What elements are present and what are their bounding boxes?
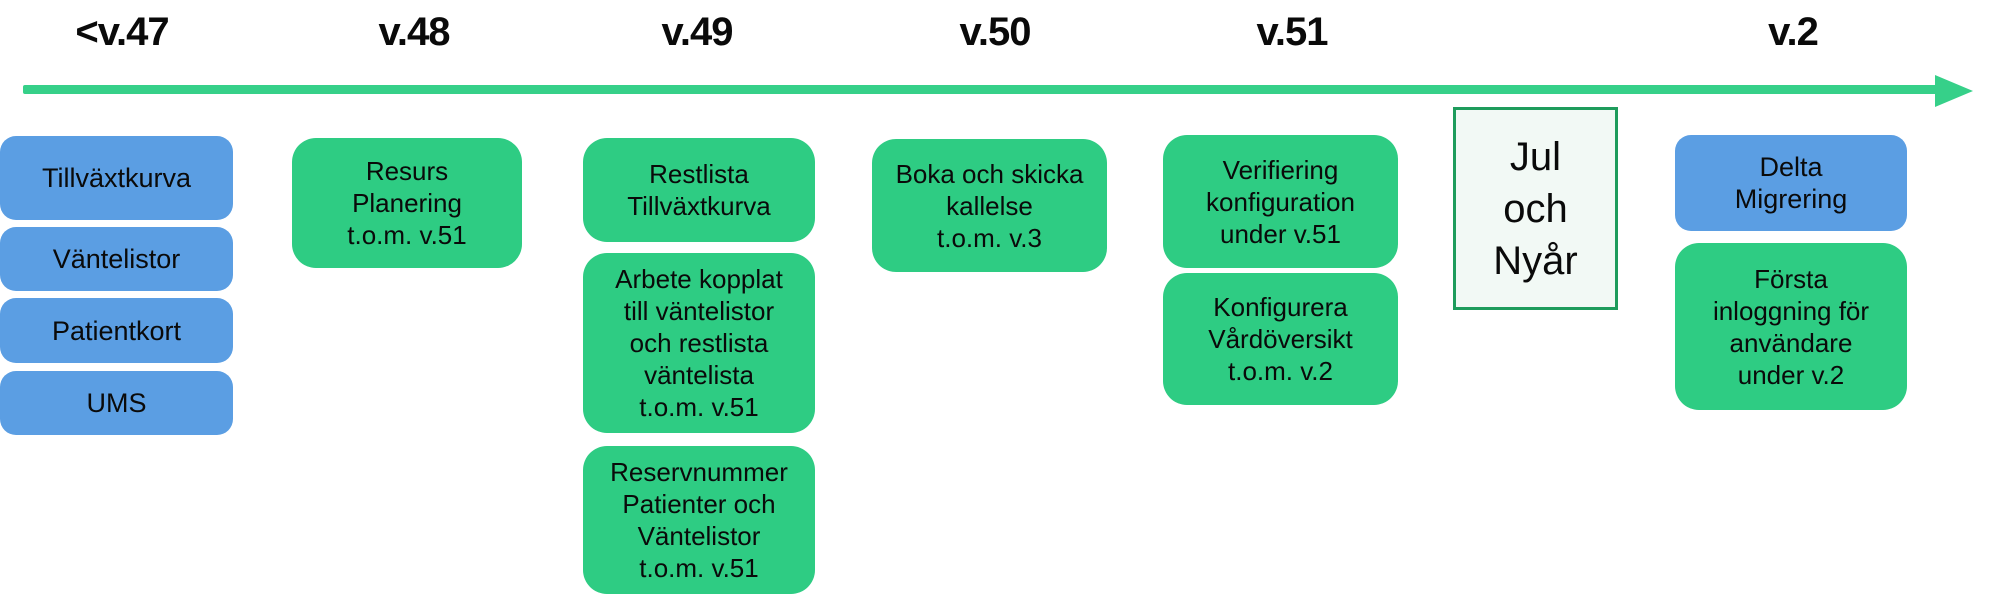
version-label-v51: v.51 [1256,10,1329,54]
box-boka-kallelse: Boka och skicka kallelse t.o.m. v.3 [872,139,1107,272]
box-jul-och-nyar-label: Jul och Nyår [1493,134,1578,283]
version-label-v50: v.50 [959,10,1032,54]
box-restlista-tillvaxtkurva-label: Restlista Tillväxtkurva [627,159,771,221]
box-forsta-inloggning: Första inloggning för användare under v.… [1675,243,1907,410]
version-label-v48: v.48 [378,10,451,54]
box-delta-migrering-label: Delta Migrering [1734,152,1848,214]
box-konfigurera-vardoversikt: Konfigurera Vårdöversikt t.o.m. v.2 [1163,273,1398,405]
timeline-arrow-head-icon [1935,75,1973,107]
box-reservnummer-label: Reservnummer Patienter och Väntelistor t… [610,457,788,583]
box-arbete-vantelistor: Arbete kopplat till väntelistor och rest… [583,253,815,433]
box-arbete-vantelistor-label: Arbete kopplat till väntelistor och rest… [615,264,783,422]
box-vantelistor: Väntelistor [0,227,233,291]
box-verifiering-konfiguration: Verifiering konfiguration under v.51 [1163,135,1398,268]
box-verifiering-konfiguration-label: Verifiering konfiguration under v.51 [1206,154,1355,249]
box-tillvaxtkurva: Tillväxtkurva [0,136,233,220]
box-forsta-inloggning-label: Första inloggning för användare under v.… [1712,263,1870,390]
timeline-arrow [23,85,1945,94]
version-label-v47: <v.47 [75,10,169,54]
box-tillvaxtkurva-label: Tillväxtkurva [41,163,192,193]
box-ums: UMS [0,371,233,435]
box-resurs-planering-label: Resurs Planering t.o.m. v.51 [347,156,467,250]
box-vantelistor-label: Väntelistor [52,244,181,274]
box-patientkort: Patientkort [0,298,233,363]
box-ums-label: UMS [86,388,147,418]
box-resurs-planering: Resurs Planering t.o.m. v.51 [292,138,522,268]
box-delta-migrering: Delta Migrering [1675,135,1907,231]
box-patientkort-label: Patientkort [51,315,182,346]
box-jul-och-nyar: Jul och Nyår [1453,107,1618,310]
box-reservnummer: Reservnummer Patienter och Väntelistor t… [583,446,815,594]
version-label-v49: v.49 [661,10,734,54]
box-restlista-tillvaxtkurva: Restlista Tillväxtkurva [583,138,815,242]
box-boka-kallelse-label: Boka och skicka kallelse t.o.m. v.3 [895,158,1084,253]
box-konfigurera-vardoversikt-label: Konfigurera Vårdöversikt t.o.m. v.2 [1208,292,1353,386]
version-label-v2: v.2 [1768,10,1819,54]
